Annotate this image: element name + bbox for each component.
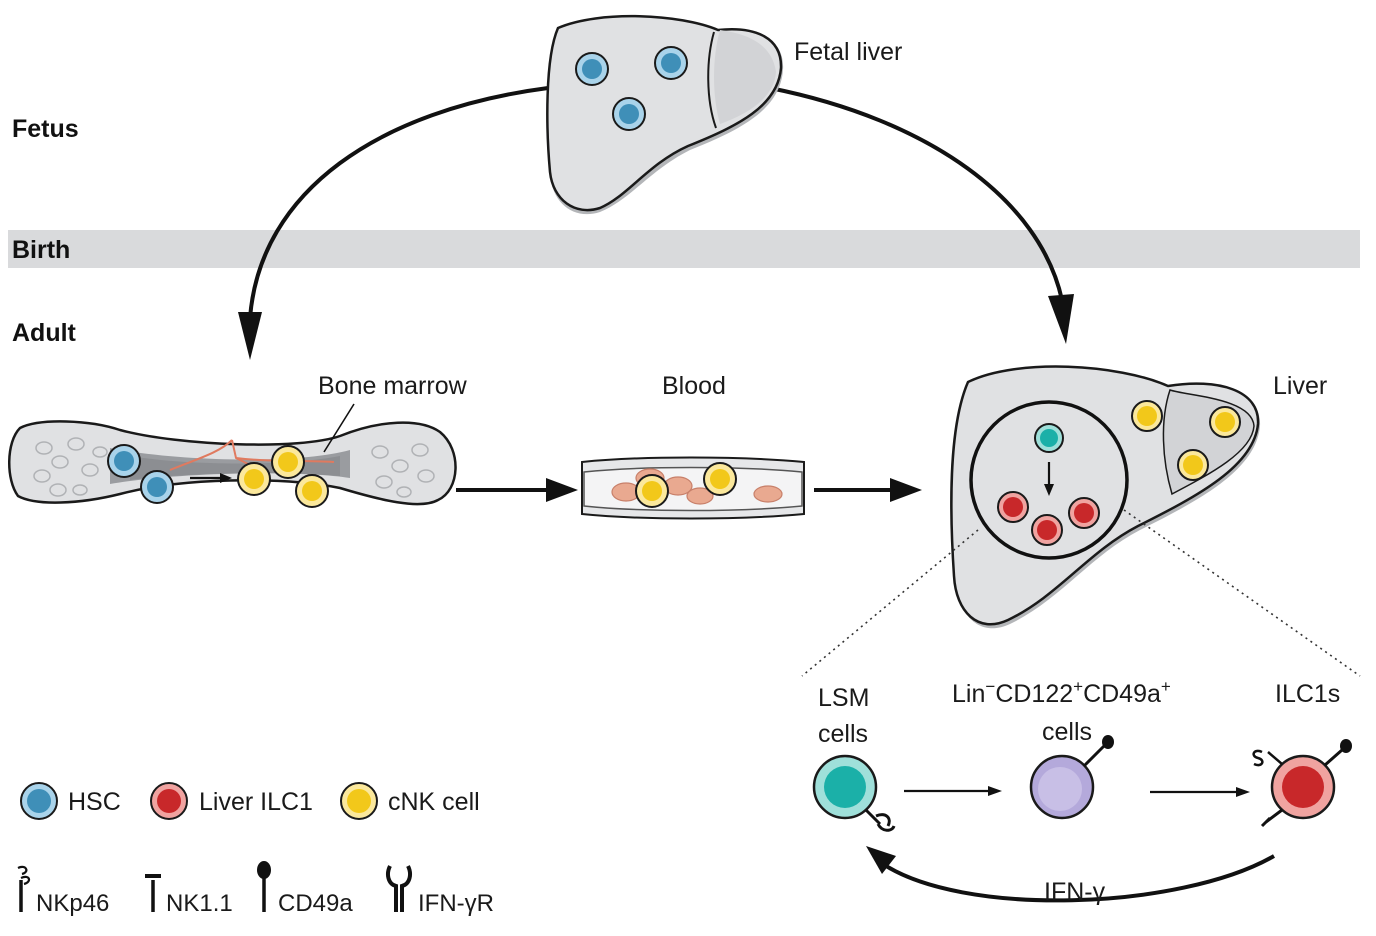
- fetal-hsc-2: [654, 46, 688, 80]
- bm-hsc-1: [107, 444, 141, 478]
- legend-cnk: cNK cell: [340, 782, 480, 820]
- liver-lsm-cell: [1034, 423, 1064, 453]
- liver-cnk-2: [1209, 406, 1241, 438]
- arrow-fetal-to-bone-marrow: [248, 86, 549, 319]
- label-intermediate-line2: cells: [1042, 718, 1092, 746]
- arrowhead-intermediate: [988, 786, 1002, 796]
- legend-nk11: NK1.1: [145, 874, 233, 917]
- liver-ilc1-2: [1031, 514, 1063, 546]
- bm-cnk-2: [271, 445, 305, 479]
- blood-cnk-2: [703, 462, 737, 496]
- ilc1-cell: [1252, 739, 1352, 828]
- fetal-hsc-3: [612, 97, 646, 131]
- ifngr-icon: [386, 865, 412, 912]
- label-lsm-line1: LSM: [818, 684, 869, 712]
- intermediate-cell: [1029, 735, 1114, 820]
- liver-cnk-3: [1177, 449, 1209, 481]
- bone: [8, 420, 457, 506]
- label-bone-marrow: Bone marrow: [318, 372, 468, 400]
- legend-hsc: HSC: [20, 782, 121, 820]
- arrowhead-liver: [1048, 294, 1074, 344]
- legend-cd49a: CD49a: [257, 861, 353, 917]
- stage-label-fetus: Fetus: [12, 115, 79, 143]
- bone-marrow-pointer: [323, 403, 355, 453]
- adult-liver: [950, 365, 1261, 629]
- zoom-line-right: [1123, 509, 1361, 677]
- liver-inner-arrowhead: [1044, 484, 1054, 496]
- legend-cd49a-label: CD49a: [278, 890, 353, 917]
- arrow-fetal-to-liver: [769, 86, 1064, 301]
- label-blood: Blood: [662, 372, 726, 400]
- liver-ilc1-3: [1068, 497, 1100, 529]
- liver-cnk-1: [1131, 400, 1163, 432]
- arrow-ifng-feedback: [878, 854, 1275, 903]
- label-ifng-feedback: IFN-γ: [1044, 878, 1106, 906]
- legend-hsc-label: HSC: [68, 788, 121, 816]
- legend-liver-ilc1-label: Liver ILC1: [199, 788, 313, 816]
- fetal-hsc-1: [575, 52, 609, 86]
- birth-band: [8, 230, 1360, 268]
- legend-cnk-label: cNK cell: [388, 788, 480, 816]
- arrowhead-ifng-feedback: [866, 846, 896, 874]
- legend-ifngr: IFN-γR: [386, 865, 494, 917]
- label-liver: Liver: [1273, 372, 1327, 400]
- legend-ifngr-label: IFN-γR: [418, 890, 494, 917]
- cd49a-icon: [257, 861, 271, 912]
- arrowhead-bone-marrow: [238, 312, 262, 360]
- label-lsm-line2: cells: [818, 720, 868, 748]
- bm-cnk-1: [237, 462, 271, 496]
- arrowhead-ilc1: [1236, 787, 1250, 797]
- zoom-line-left: [801, 529, 979, 677]
- fetal-liver: [546, 14, 784, 215]
- liver-ilc1-1: [997, 491, 1029, 523]
- label-intermediate-line1: Lin−CD122+CD49a+: [952, 677, 1171, 708]
- legend-liver-ilc1: Liver ILC1: [150, 782, 313, 820]
- legend-nkp46-label: NKp46: [36, 890, 109, 917]
- bm-differentiation-arrowhead: [220, 473, 232, 483]
- legend-nk11-label: NK1.1: [166, 890, 233, 917]
- lsm-cell: [812, 754, 896, 832]
- label-fetal-liver: Fetal liver: [794, 38, 902, 66]
- blood-vessel: [581, 456, 805, 520]
- legend-nkp46: NKp46: [17, 865, 109, 917]
- nk11-icon: [145, 874, 161, 912]
- arrowhead-blood: [546, 478, 578, 502]
- blood-cnk-1: [635, 474, 669, 508]
- arrowhead-adult-liver: [890, 478, 922, 502]
- bm-hsc-2: [140, 470, 174, 504]
- label-ilc1s: ILC1s: [1275, 680, 1340, 708]
- stage-label-adult: Adult: [12, 319, 77, 347]
- nkp46-icon: [17, 865, 31, 912]
- stage-label-birth: Birth: [12, 236, 70, 264]
- bm-cnk-3: [295, 474, 329, 508]
